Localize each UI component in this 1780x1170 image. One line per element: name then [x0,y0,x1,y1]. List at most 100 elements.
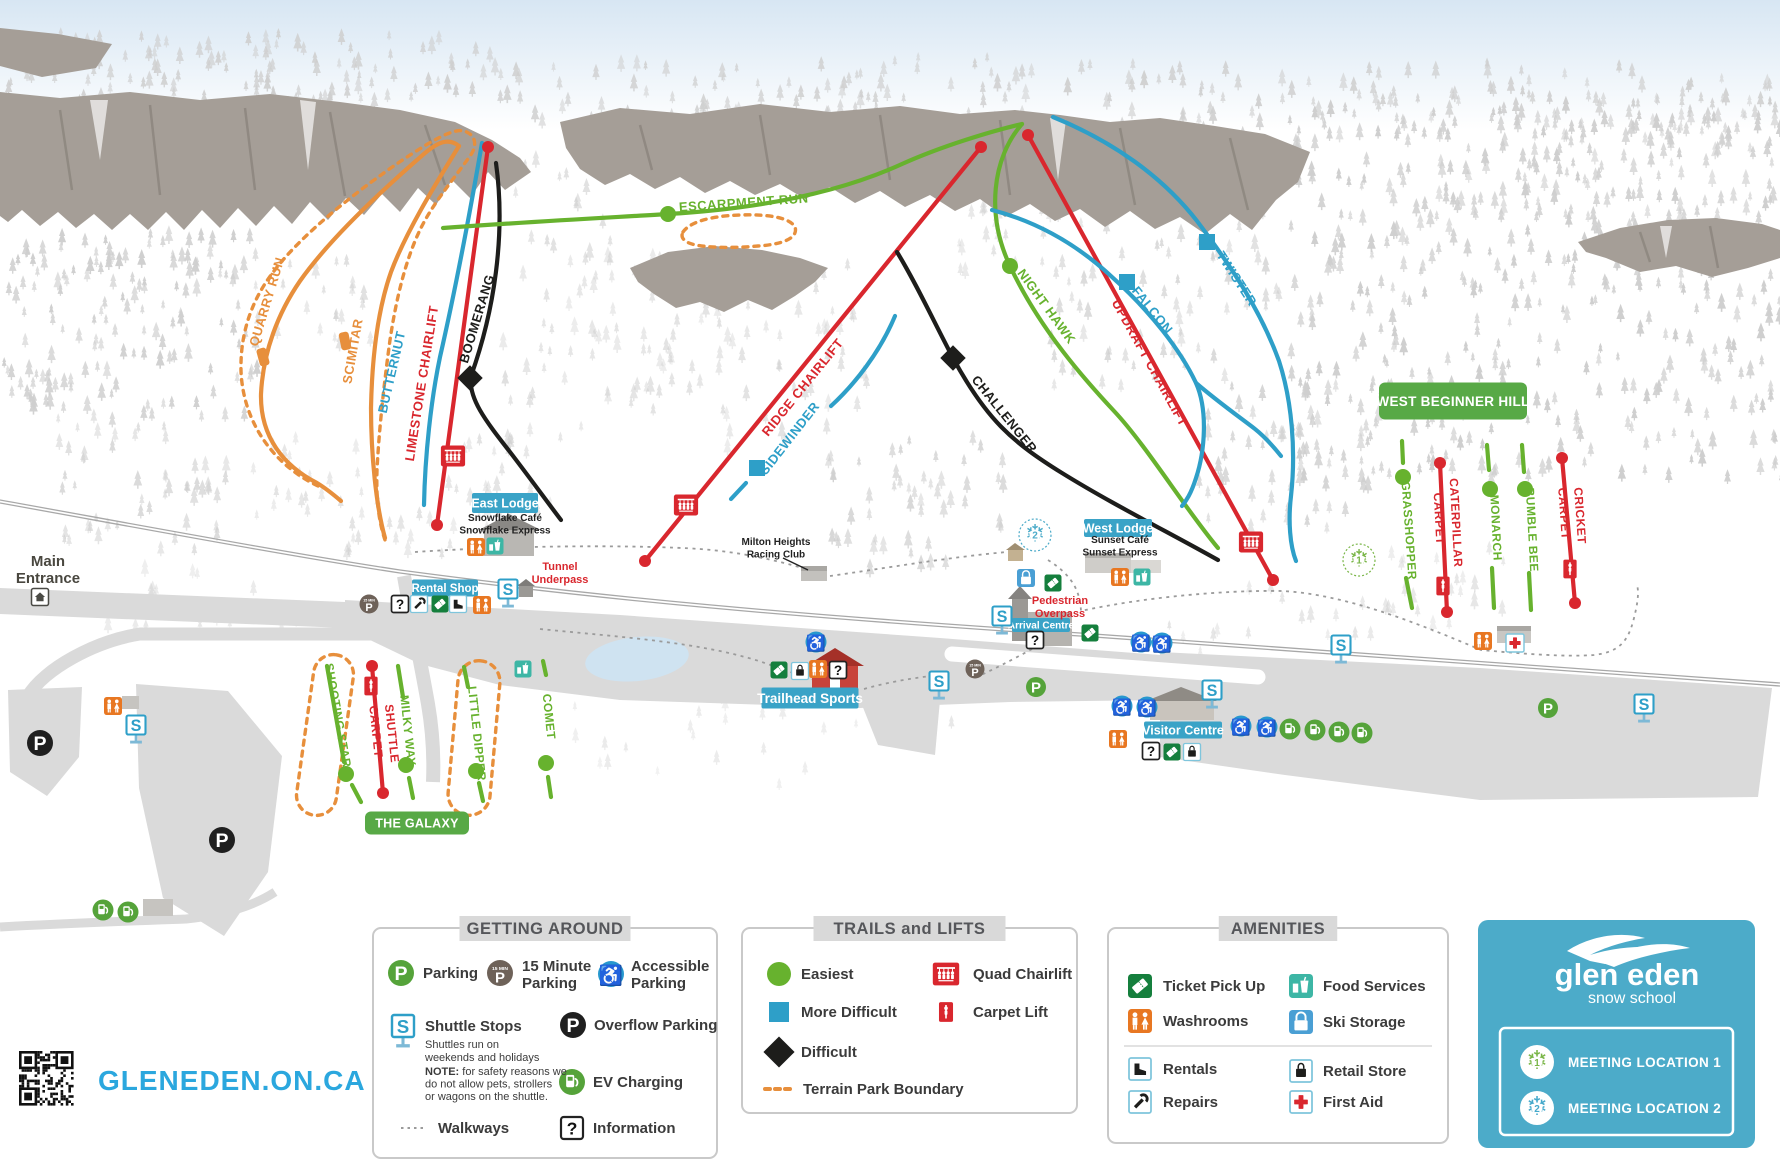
website-url[interactable]: GLENEDEN.ON.CA [98,1065,366,1096]
svg-text:?: ? [396,597,404,612]
svg-text:Sunset Café: Sunset Café [1091,535,1149,546]
svg-text:TRAILS and LIFTS: TRAILS and LIFTS [834,920,986,938]
svg-text:P: P [33,733,46,755]
svg-text:P: P [365,602,372,614]
svg-text:Racing Club: Racing Club [747,550,805,561]
meeting-location-2-legend: ❄2 [1520,1091,1554,1125]
ticket-icon [431,595,449,613]
svg-text:snow school: snow school [1588,990,1676,1007]
place-label-visitor-centre: Visitor Centre [1142,721,1224,739]
svg-text:S: S [1639,696,1650,714]
svg-text:P: P [971,667,978,679]
svg-text:CARPET: CARPET [366,705,385,759]
svg-text:Entrance: Entrance [16,570,80,587]
svg-text:GRASSHOPPER: GRASSHOPPER [1399,481,1420,581]
svg-text:Carpet Lift: Carpet Lift [973,1004,1048,1021]
s-sign-icon: S [390,1013,416,1048]
svg-text:♿: ♿ [1231,718,1251,737]
svg-text:Snowflake Café: Snowflake Café [468,513,542,524]
washrooms-icon [473,596,491,614]
place-label-west-lodge: West Lodge [1083,519,1153,537]
svg-text:S: S [397,1016,409,1037]
svg-text:Difficult: Difficult [801,1044,857,1061]
svg-text:Visitor Centre: Visitor Centre [1142,724,1224,738]
svg-text:Underpass: Underpass [532,574,589,586]
area-label-west-beginner-hill: WEST BEGINNER HILL [1376,382,1529,420]
svg-text:♿: ♿ [599,964,623,987]
retail-icon [1289,1059,1313,1083]
svg-text:S: S [131,717,142,735]
svg-text:Shuttles run on: Shuttles run on [425,1039,499,1051]
svg-text:15 MIN: 15 MIN [363,599,375,603]
s-sign-icon: S [928,670,950,700]
svg-text:Parking: Parking [423,965,478,982]
svg-text:Milton Heights: Milton Heights [742,537,811,548]
svg-text:?: ? [1031,633,1039,648]
p-black-icon: P [27,730,53,756]
svg-text:15 MIN: 15 MIN [969,664,981,668]
retail-icon [1182,742,1202,762]
svg-text:Sunset Express: Sunset Express [1082,548,1157,559]
svg-text:THE GALAXY: THE GALAXY [375,817,459,831]
firstaid-icon [1289,1090,1313,1114]
svg-text:Pedestrian: Pedestrian [1032,595,1089,607]
carpet-icon [364,676,378,696]
svg-text:2: 2 [1534,1104,1540,1115]
svg-text:Rentals: Rentals [1163,1061,1217,1078]
p-green-icon: P [1026,677,1046,697]
ev-icon [1304,719,1326,741]
carpet-icon [938,1002,954,1022]
svg-text:MEETING LOCATION 2: MEETING LOCATION 2 [1568,1101,1721,1116]
svg-text:P: P [495,969,505,986]
trail-grasshopper: GRASSHOPPER [1395,438,1420,611]
washrooms-icon [467,538,485,556]
svg-text:♿: ♿ [1152,635,1172,654]
svg-text:BUMBLE BEE: BUMBLE BEE [1523,487,1541,572]
accessible-icon: ♿ [1151,632,1173,654]
washrooms-icon [809,660,827,678]
svg-text:CARPET: CARPET [1555,487,1573,540]
info-icon: ? [1025,630,1045,650]
svg-text:1: 1 [1534,1058,1540,1069]
place-label-trailhead-sports: Trailhead Sports [757,687,863,709]
info-icon: ? [828,660,848,680]
washrooms-icon [1111,568,1129,586]
svg-text:First Aid: First Aid [1323,1094,1383,1111]
svg-text:Retail Store: Retail Store [1323,1063,1406,1080]
ev-icon [92,899,114,921]
svg-text:♿: ♿ [1257,719,1277,738]
accessible-icon: ♿ [805,631,827,653]
milton-heights-building [801,566,827,581]
ticket-icon [770,661,788,679]
svg-text:P: P [394,963,407,985]
escarpment-rocks [0,28,1780,312]
svg-text:Parking: Parking [631,975,686,992]
p-green-icon: P [1538,698,1558,718]
svg-text:Overpass: Overpass [1035,608,1085,620]
svg-text:Repairs: Repairs [1163,1094,1218,1111]
washrooms-icon [104,697,122,715]
ev-icon [1351,722,1373,744]
svg-text:CARPET: CARPET [1431,492,1448,545]
svg-text:WEST BEGINNER HILL: WEST BEGINNER HILL [1376,394,1529,409]
parking-hut-1 [122,696,139,709]
qr-code [16,1048,80,1112]
accessible-icon: ♿ [1130,631,1152,653]
svg-text:Terrain Park Boundary: Terrain Park Boundary [803,1081,964,1098]
svg-text:S: S [1207,682,1218,700]
svg-text:?: ? [567,1118,578,1138]
svg-text:Rental Shop: Rental Shop [411,583,478,595]
svg-text:Ticket Pick Up: Ticket Pick Up [1163,978,1265,995]
washrooms-icon [1128,1009,1152,1033]
meeting-location-2-icon: ❄2 [1018,518,1052,552]
svg-text:Quad Chairlift: Quad Chairlift [973,966,1072,983]
svg-text:CRICKET: CRICKET [1571,487,1589,545]
